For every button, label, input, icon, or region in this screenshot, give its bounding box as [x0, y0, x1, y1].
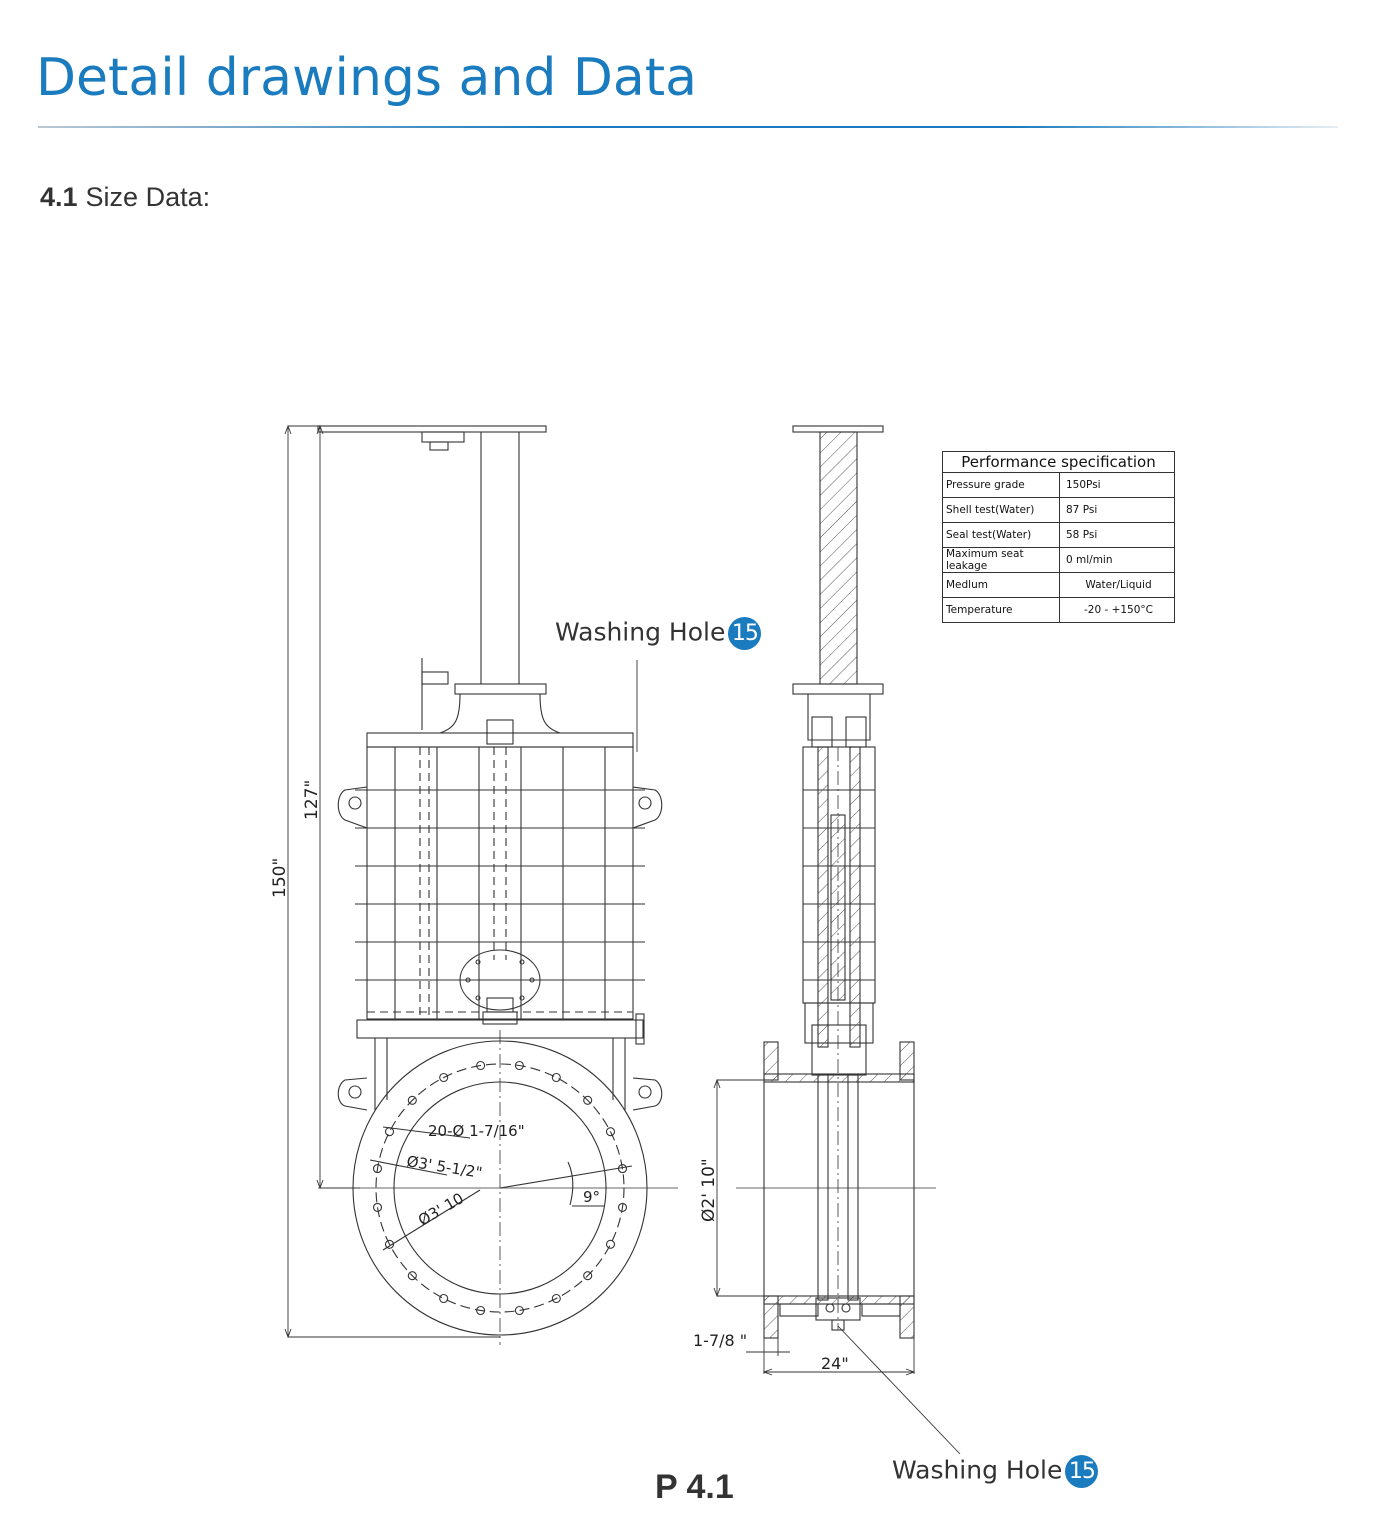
front-view [317, 425, 678, 1345]
lower-limit-switch [421, 671, 449, 685]
side-dimensions [713, 1078, 916, 1376]
spec-value: 58 Psi [1059, 522, 1175, 548]
stem-nut [486, 719, 514, 745]
bolt-hole [617, 1202, 628, 1212]
bolt-hole [384, 1239, 395, 1249]
title-divider [38, 126, 1338, 128]
side-stem-hatched [819, 431, 858, 685]
performance-spec-table: Performance specification Pressure grade… [942, 451, 1175, 623]
body-frame [366, 746, 634, 1020]
lug-lower-left [337, 1077, 368, 1111]
bolt-hole [384, 1127, 395, 1137]
inspection-cover [459, 949, 541, 1011]
callout-number-badge: 15 [728, 617, 762, 650]
dim-flange-outer: Ø3' 5-1/2" [405, 1152, 483, 1182]
table-row: Shell test(Water)87 Psi [942, 497, 1175, 523]
spec-label: Seal test(Water) [942, 522, 1060, 548]
spec-value: 87 Psi [1059, 497, 1175, 523]
spec-label: Maximum seat leakage [942, 547, 1060, 573]
bolt-holes [372, 1060, 628, 1316]
lug-lower-right [632, 1077, 663, 1111]
body-ribs [355, 747, 645, 1019]
dim-flange-thickness: 1-7/8 " [693, 1331, 747, 1350]
bolt-hole [514, 1060, 524, 1071]
spec-label: Shell test(Water) [942, 497, 1060, 523]
bolt-hole [439, 1293, 449, 1304]
spec-value: Water/Liquid [1059, 572, 1175, 598]
top-limit-switch [421, 431, 465, 443]
bolt-hole [372, 1202, 383, 1212]
spec-value: 0 ml/min [1059, 547, 1175, 573]
spec-label: Temperature [942, 597, 1060, 623]
spec-value: -20 - +150°C [1059, 597, 1175, 623]
side-view [736, 425, 936, 1339]
hidden-lines [367, 747, 633, 1015]
top-plate [317, 425, 547, 433]
spec-label: Pressure grade [942, 472, 1060, 498]
dim-127: 127" [302, 780, 322, 820]
section-number: 4.1 [40, 182, 78, 212]
bolt-hole [583, 1271, 593, 1281]
bolt-hole [605, 1239, 616, 1249]
bolt-hole [407, 1271, 417, 1281]
body-top-bar [366, 732, 634, 748]
bolt-hole [407, 1095, 417, 1105]
bolt-hole [476, 1305, 486, 1316]
callout-label: Washing Hole [555, 617, 726, 647]
bolt-hole [372, 1164, 383, 1174]
lug-upper-left [337, 786, 368, 829]
dim-bore: Ø2' 10" [699, 1158, 719, 1222]
front-dimensions [284, 424, 500, 1339]
spec-value: 150Psi [1059, 472, 1175, 498]
side-yoke-flange [792, 683, 884, 695]
washing-hole-leader-bottom [837, 1325, 961, 1455]
dim-face-to-face: 24" [821, 1354, 849, 1373]
section-title: Size Data: [85, 182, 211, 212]
spec-label: Medlum [942, 572, 1060, 598]
dim-150: 150" [270, 858, 290, 898]
bolt-hole [476, 1060, 486, 1071]
yoke-flange [454, 683, 547, 695]
dim-angle: 9° [583, 1188, 600, 1206]
switch-detail [429, 441, 449, 451]
callout-number-badge: 15 [1065, 1455, 1099, 1488]
callout-label: Washing Hole [892, 1455, 1063, 1485]
dim-bolt-holes: 20-Ø 1-7/16" [428, 1122, 525, 1140]
bolt-hole [551, 1072, 561, 1083]
page-number: P 4.1 [655, 1468, 734, 1506]
table-row: Seal test(Water)58 Psi [942, 522, 1175, 548]
bolt-hole [583, 1095, 593, 1105]
bolt-hole [439, 1072, 449, 1083]
bolt-hole [551, 1293, 561, 1304]
bolt-hole [514, 1305, 524, 1316]
page-title: Detail drawings and Data [36, 48, 698, 108]
table-row: Temperature-20 - +150°C [942, 597, 1175, 623]
dim-bolt-circle: Ø3' 10 [415, 1189, 467, 1229]
bolt-hole [605, 1127, 616, 1137]
side-top-plate [792, 425, 884, 433]
lug-upper-right [632, 786, 663, 829]
spec-table-title: Performance specification [942, 451, 1175, 473]
